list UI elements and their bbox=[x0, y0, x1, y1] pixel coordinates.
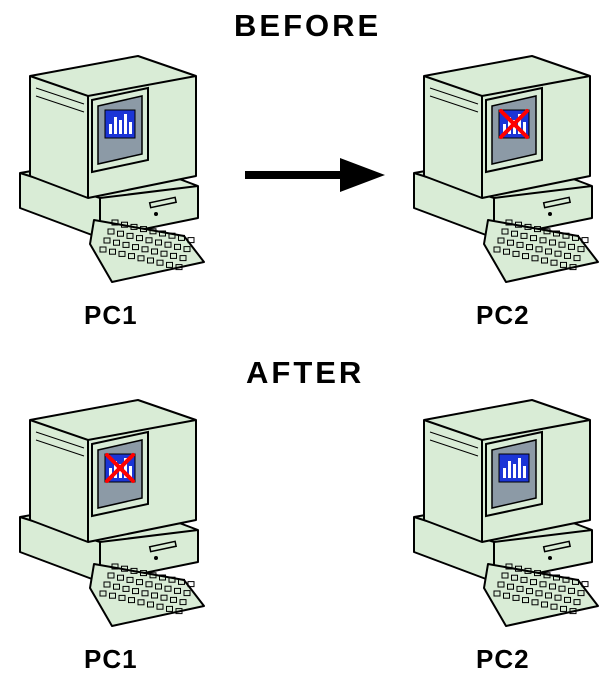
after-heading: AFTER bbox=[246, 355, 365, 390]
keyboard bbox=[483, 219, 599, 283]
pc1-label: PC1 bbox=[84, 300, 138, 330]
monitor bbox=[29, 399, 197, 543]
cross-mark-icon bbox=[105, 453, 135, 483]
monitor bbox=[423, 399, 591, 543]
monitor bbox=[423, 55, 591, 199]
pc2-computer-icon bbox=[413, 55, 599, 283]
chart-icon bbox=[104, 109, 136, 139]
keyboard bbox=[89, 219, 205, 283]
cross-mark-icon bbox=[499, 109, 529, 139]
pc1-computer-icon bbox=[19, 55, 205, 283]
keyboard bbox=[89, 563, 205, 627]
keyboard bbox=[483, 563, 599, 627]
monitor bbox=[29, 55, 197, 199]
pc2-computer-icon bbox=[413, 399, 599, 627]
right-arrow-icon bbox=[245, 158, 385, 192]
pc2-label: PC2 bbox=[476, 300, 530, 330]
before-heading: BEFORE bbox=[234, 8, 382, 43]
arrow-head bbox=[340, 158, 385, 192]
pc1-computer-icon bbox=[19, 399, 205, 627]
pc1-label: PC1 bbox=[84, 644, 138, 674]
pc2-label: PC2 bbox=[476, 644, 530, 674]
chart-icon bbox=[498, 453, 530, 483]
